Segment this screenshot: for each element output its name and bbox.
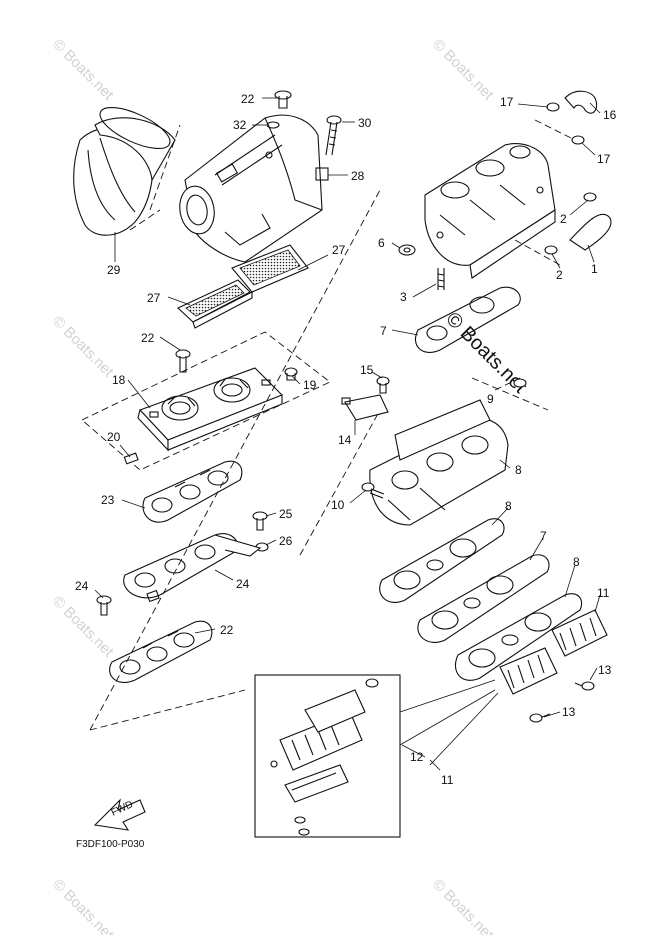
- part-32-oring: [266, 121, 280, 129]
- callout-11-upper: 11: [597, 586, 610, 600]
- part-11-reed-valve-upper: [551, 609, 608, 657]
- callout-8-upper: 8: [505, 499, 512, 513]
- callout-21: 22: [141, 331, 155, 345]
- part-6-intake-manifold: [369, 399, 509, 526]
- part-4-nut: [398, 244, 416, 256]
- diagram-code: F3DF100-P030: [76, 839, 145, 850]
- part-7-reed-plate: [417, 554, 550, 643]
- callout-29: 29: [107, 263, 121, 277]
- part-22-gasket-lower: [109, 620, 213, 683]
- callout-17-bottom: 17: [597, 152, 611, 166]
- part-29-duct: [73, 106, 176, 236]
- part-2-clamp-a: [583, 192, 597, 202]
- part-22-gasket-upper: [142, 460, 243, 523]
- part-2-clamp-b: [544, 245, 558, 255]
- callout-15: 15: [360, 363, 374, 377]
- callout-22-upper: 23: [101, 493, 115, 507]
- watermark-top-right: © Boats.net: [429, 36, 497, 104]
- part-exhaust-manifold: [424, 143, 556, 279]
- part-5-gasket: [414, 286, 521, 353]
- part-14-bracket: [341, 394, 389, 421]
- part-20-dowel: [123, 452, 139, 465]
- callout-3: 3: [400, 290, 407, 304]
- part-9-bolt: [513, 378, 527, 388]
- callout-25: 25: [279, 507, 293, 521]
- callout-10: 10: [331, 498, 345, 512]
- part-11-reed-valve-lower: [499, 647, 558, 695]
- watermark-mid-left: © Boats.net: [49, 313, 117, 381]
- callout-labels: 22 32 30 28 29 27 27 22 18 19 20 23 25 2…: [75, 92, 617, 787]
- part-15-bolt: [376, 376, 390, 394]
- callout-2-upper: 2: [560, 212, 567, 226]
- callout-12: 12: [410, 750, 424, 764]
- watermark-bottom-right: © Boats.net: [429, 876, 497, 935]
- callout-5: 7: [380, 324, 387, 338]
- part-8-gasket-upper: [379, 518, 505, 603]
- part-28-silencer-housing: [179, 114, 329, 263]
- callout-28: 28: [351, 169, 365, 183]
- callout-22-lower: 22: [220, 623, 234, 637]
- callout-23: 24: [236, 577, 250, 591]
- callout-13-upper: 13: [598, 663, 612, 677]
- part-8-gasket-lower: [454, 593, 583, 681]
- watermark-bottom-left: © Boats.net: [49, 876, 117, 935]
- callout-2-lower: 2: [556, 268, 563, 282]
- inset-box-12: [254, 674, 496, 838]
- part-1-hose: [569, 213, 612, 251]
- part-24-bolt: [96, 595, 112, 616]
- callout-1: 1: [591, 262, 598, 276]
- callout-19: 19: [303, 378, 317, 392]
- callout-31: 22: [241, 92, 255, 106]
- callout-11-lower: 11: [441, 773, 454, 787]
- part-31-bolt: [274, 90, 292, 109]
- callout-30: 30: [358, 116, 372, 130]
- callout-27-right: 27: [332, 243, 346, 257]
- part-27-filter-element: [177, 244, 309, 329]
- part-19-grommet: [284, 367, 298, 381]
- part-3-stud: [437, 268, 445, 290]
- part-30-bolt: [325, 115, 342, 156]
- part-16-hose: [564, 90, 598, 114]
- part-18-base-plate: [137, 367, 283, 452]
- callout-9: 9: [487, 392, 494, 406]
- part-10-bolt: [361, 482, 385, 499]
- part-17-clamp-top: [546, 102, 560, 112]
- callout-27-left: 27: [147, 291, 161, 305]
- watermark-top-left: © Boats.net: [49, 36, 117, 104]
- part-21-bolt: [175, 349, 191, 373]
- callout-18: 18: [112, 373, 126, 387]
- part-25-bolt: [252, 511, 268, 531]
- part-13-bolt-b: [529, 713, 551, 723]
- part-13-bolt-a: [574, 681, 595, 691]
- callout-13-lower: 13: [562, 705, 576, 719]
- leader-lines: [94, 97, 601, 771]
- callout-17-top: 17: [500, 95, 514, 109]
- callout-7: 7: [540, 529, 547, 543]
- callout-8-lower: 8: [573, 555, 580, 569]
- callout-24: 24: [75, 579, 89, 593]
- callout-26: 26: [279, 534, 293, 548]
- callout-16: 16: [603, 108, 617, 122]
- callout-14: 14: [338, 433, 352, 447]
- part-23-plate: [123, 533, 262, 603]
- callout-6: 8: [515, 463, 522, 477]
- callout-4: 6: [378, 236, 385, 250]
- fwd-arrow-icon: FWD: [93, 798, 146, 831]
- callout-20: 20: [107, 430, 121, 444]
- callout-32: 32: [233, 118, 247, 132]
- part-17-clamp-bottom: [571, 135, 585, 145]
